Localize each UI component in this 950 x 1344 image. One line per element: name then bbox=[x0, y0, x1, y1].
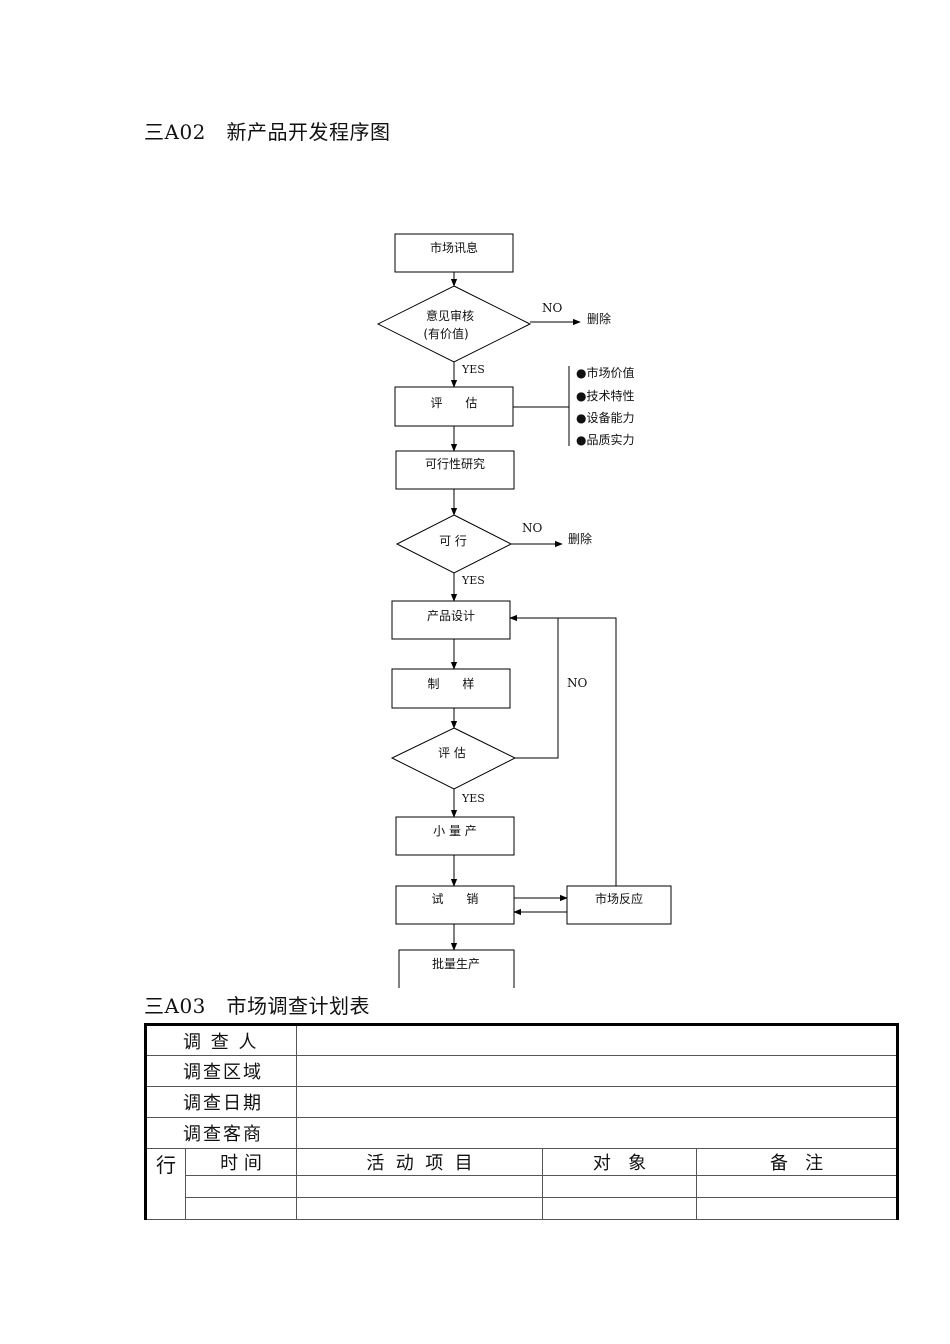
cell-activity[interactable] bbox=[296, 1175, 544, 1198]
row-label-investigator: 调 查 人 bbox=[144, 1024, 298, 1056]
label-yes-evaluate: YES bbox=[461, 792, 485, 805]
cell-target[interactable] bbox=[542, 1197, 698, 1220]
label-delete-review: 删除 bbox=[587, 311, 611, 326]
row-label-clients: 调查客商 bbox=[144, 1117, 298, 1149]
field-date[interactable] bbox=[296, 1086, 899, 1118]
box-market-response bbox=[566, 885, 672, 925]
label-product-design: 产品设计 bbox=[427, 609, 475, 623]
table-row-header: 行 时 间 活 动 项 目 对 象 备 注 bbox=[145, 1148, 899, 1220]
table-row-date: 调查日期 bbox=[144, 1086, 899, 1118]
label-no-evaluate: NO bbox=[567, 676, 588, 690]
field-clients[interactable] bbox=[296, 1117, 899, 1149]
label-no-review: NO bbox=[542, 301, 563, 315]
label-feasibility-study: 可行性研究 bbox=[425, 456, 485, 471]
label-no-feasible: NO bbox=[522, 521, 543, 535]
criteria-market-value: ●市场价值 bbox=[576, 365, 634, 380]
label-yes-feasible: YES bbox=[461, 574, 485, 587]
label-evaluate: 评 估 bbox=[431, 396, 478, 410]
col-header-target: 对 象 bbox=[542, 1148, 698, 1176]
criteria-equipment: ●设备能力 bbox=[576, 411, 634, 425]
label-market-response: 市场反应 bbox=[595, 891, 643, 906]
market-survey-plan-table: 调 查 人 调查区域 调查日期 调查客商 行 时 间 活 动 项 目 对 象 备… bbox=[144, 1023, 900, 1220]
col-header-remarks: 备 注 bbox=[696, 1148, 899, 1176]
field-investigator[interactable] bbox=[296, 1024, 899, 1056]
label-feasible: 可 行 bbox=[439, 534, 467, 548]
table-row-clients: 调查客商 bbox=[144, 1117, 899, 1149]
cell-time[interactable] bbox=[184, 1197, 298, 1220]
label-small-batch: 小 量 产 bbox=[433, 824, 477, 838]
cell-time[interactable] bbox=[184, 1175, 298, 1198]
row-label-region: 调查区域 bbox=[144, 1055, 298, 1087]
field-region[interactable] bbox=[296, 1055, 899, 1087]
row-group-label: 行 bbox=[145, 1148, 186, 1220]
col-header-time: 时 间 bbox=[184, 1148, 298, 1176]
label-delete-feasible: 删除 bbox=[568, 531, 592, 546]
label-review-line1: 意见审核 bbox=[426, 308, 474, 323]
section-title-survey-plan: 三A03 市场调查计划表 bbox=[144, 994, 370, 1018]
cell-activity[interactable] bbox=[296, 1197, 544, 1220]
section-title-flowchart: 三A02 新产品开发程序图 bbox=[144, 120, 391, 144]
label-yes-review: YES bbox=[461, 363, 485, 376]
label-mass-production: 批量生产 bbox=[432, 956, 480, 971]
criteria-tech-features: ●技术特性 bbox=[576, 388, 634, 403]
table-row bbox=[146, 1175, 899, 1198]
cell-remarks[interactable] bbox=[696, 1197, 899, 1220]
cell-remarks[interactable] bbox=[696, 1175, 899, 1198]
row-label-date: 调查日期 bbox=[144, 1086, 298, 1118]
label-market-info: 市场讯息 bbox=[430, 240, 478, 255]
diamond-review bbox=[376, 285, 532, 363]
table-row-investigator: 调 查 人 bbox=[144, 1024, 899, 1056]
label-trial-sale: 试 销 bbox=[432, 891, 479, 906]
label-sample: 制 样 bbox=[428, 676, 475, 691]
table-row-region: 调查区域 bbox=[144, 1055, 899, 1087]
criteria-quality: ●品质实力 bbox=[576, 432, 634, 447]
label-evaluate-diamond: 评 估 bbox=[438, 746, 466, 760]
label-review-line2: (有价值) bbox=[423, 326, 468, 341]
col-header-activity: 活 动 项 目 bbox=[296, 1148, 544, 1176]
cell-target[interactable] bbox=[542, 1175, 698, 1198]
product-development-flowchart: 市场讯息 意见审核 (有价值) NO 删除 YES 评 估 ●市场价值 ●技术特… bbox=[376, 233, 672, 988]
table-row bbox=[146, 1197, 899, 1220]
